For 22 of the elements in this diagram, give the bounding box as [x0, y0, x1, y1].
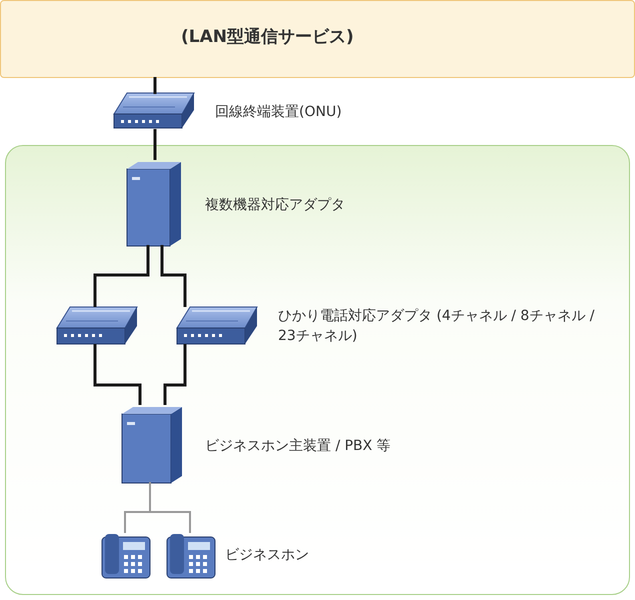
- connection-line: [94, 245, 150, 307]
- network-device-drawing: [113, 92, 195, 130]
- network-device-drawing: [56, 306, 138, 346]
- connection-line: [160, 245, 186, 307]
- service-band: [0, 0, 635, 78]
- device-label: 回線終端装置(ONU): [215, 103, 342, 122]
- device-label: ひかり電話対応アダプタ (4チャネル / 8チャネル / 23チャネル): [278, 307, 596, 346]
- device-label: 複数機器対応アダプタ: [205, 196, 345, 215]
- device-label: ビジネスホン主装置 / PBX 等: [205, 437, 391, 456]
- network-area: [5, 145, 630, 595]
- telephone-drawing: [101, 533, 151, 579]
- connection-line: [154, 129, 156, 160]
- connection-line: [164, 344, 186, 405]
- connection-line: [154, 77, 156, 94]
- connection-line: [149, 482, 191, 533]
- connection-line: [94, 344, 142, 405]
- telephone-drawing: [166, 533, 216, 579]
- server-device-drawing: [121, 406, 183, 484]
- service-title: (LAN型通信サービス): [181, 27, 354, 47]
- server-device-drawing: [126, 161, 182, 247]
- network-device-drawing: [176, 306, 258, 346]
- device-label: ビジネスホン: [225, 546, 309, 565]
